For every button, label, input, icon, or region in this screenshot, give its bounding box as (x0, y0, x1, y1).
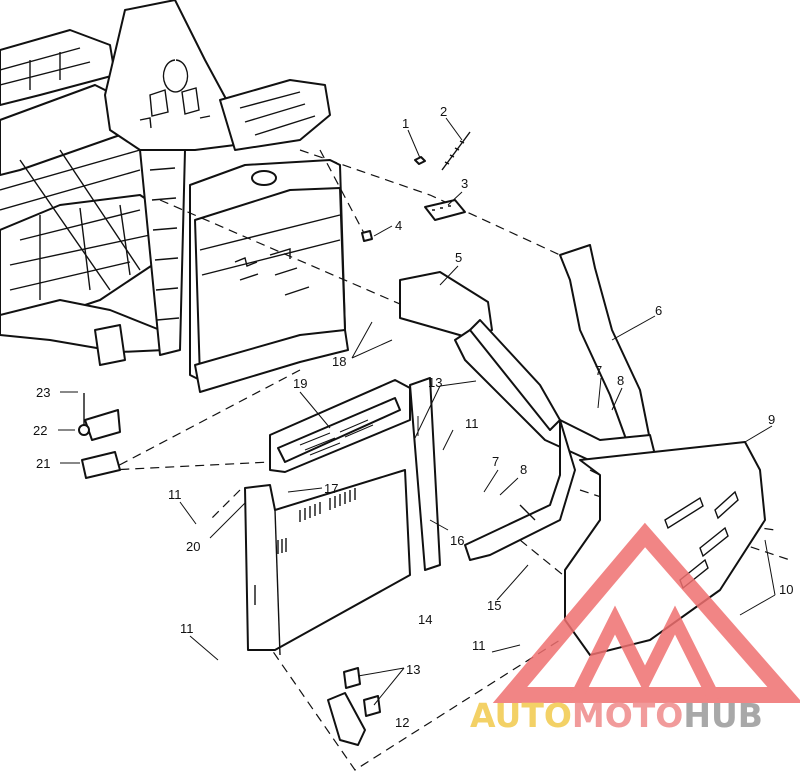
callout-22: 22 (33, 423, 47, 438)
callout-11-bottom-left: 11 (180, 621, 194, 636)
callout-18: 18 (332, 354, 346, 369)
callout-13-upper: 13 (428, 375, 442, 390)
callout-17: 17 (324, 481, 338, 496)
callout-14: 14 (418, 612, 432, 627)
frame-assembly (0, 0, 331, 366)
callout-10: 10 (779, 582, 793, 597)
side-strip (409, 377, 441, 571)
watermark-text: AUTOMOTOHUB (470, 696, 763, 735)
callout-12: 12 (395, 715, 409, 730)
callout-11-left: 11 (168, 487, 182, 502)
callout-3: 3 (461, 176, 468, 191)
shield-plate (399, 271, 493, 339)
callout-7-upper: 7 (595, 363, 602, 378)
callout-1: 1 (402, 116, 409, 131)
callout-15: 15 (487, 598, 501, 613)
callout-labels: 1 2 3 4 5 6 7 8 7 8 9 10 11 11 11 11 12 … (33, 104, 793, 730)
callout-7-lower: 7 (492, 454, 499, 469)
callout-8-lower: 8 (520, 462, 527, 477)
louvered-bracket (277, 397, 401, 463)
callout-9: 9 (768, 412, 775, 427)
left-bracket-parts (78, 393, 121, 479)
leader-lines (58, 117, 776, 706)
bumper-bar (454, 244, 656, 561)
callout-6: 6 (655, 303, 662, 318)
small-bracket (327, 667, 381, 746)
callout-11-bottom-right: 11 (472, 638, 486, 653)
callout-21: 21 (36, 456, 50, 471)
watermark-logo-icon (492, 522, 800, 703)
callout-11-center: 11 (465, 416, 479, 431)
callout-5: 5 (455, 250, 462, 265)
callout-20: 20 (186, 539, 200, 554)
callout-2: 2 (440, 104, 447, 119)
watermark: AUTOMOTOHUB (470, 522, 800, 735)
top-hardware (361, 131, 471, 242)
callout-13-lower: 13 (406, 662, 420, 677)
callout-16: 16 (450, 533, 464, 548)
callout-8-upper: 8 (617, 373, 624, 388)
radiator-block (189, 159, 349, 393)
callout-19: 19 (293, 376, 307, 391)
side-panel (244, 379, 411, 656)
louver-slots (299, 419, 374, 456)
callout-4: 4 (395, 218, 402, 233)
callout-23: 23 (36, 385, 50, 400)
